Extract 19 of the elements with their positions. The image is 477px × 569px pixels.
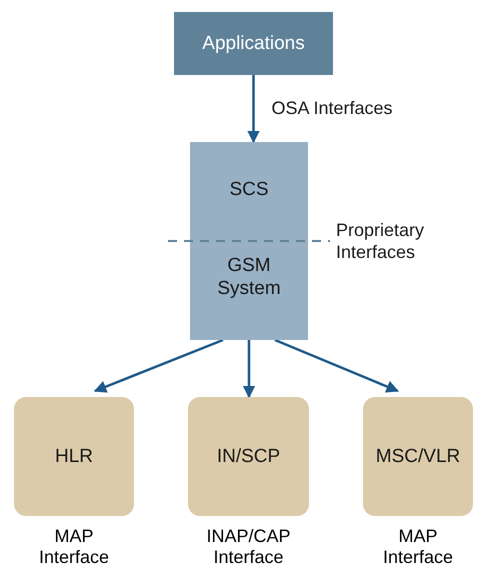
process-box: [174, 12, 333, 75]
arrow: [94, 338, 224, 393]
arrow: [274, 338, 399, 392]
node-label: HLR: [54, 445, 94, 468]
node-label: Applications: [201, 32, 306, 55]
process-box: [363, 397, 473, 516]
arrow: [247, 75, 260, 144]
node-label: GSM System: [216, 254, 282, 300]
system-box: [190, 142, 308, 340]
interface-caption: INAP/CAP Interface: [205, 526, 292, 568]
node-label: SCS: [228, 178, 270, 201]
interface-caption: MAP Interface: [38, 526, 110, 568]
interface-caption: MAP Interface: [382, 526, 454, 568]
interface-note: Proprietary Interfaces: [336, 219, 426, 263]
node-label: IN/SCP: [216, 445, 282, 468]
process-box: [14, 397, 134, 516]
arrow: [242, 340, 256, 398]
node-label: MSC/VLR: [374, 445, 462, 468]
process-box: [188, 397, 309, 516]
